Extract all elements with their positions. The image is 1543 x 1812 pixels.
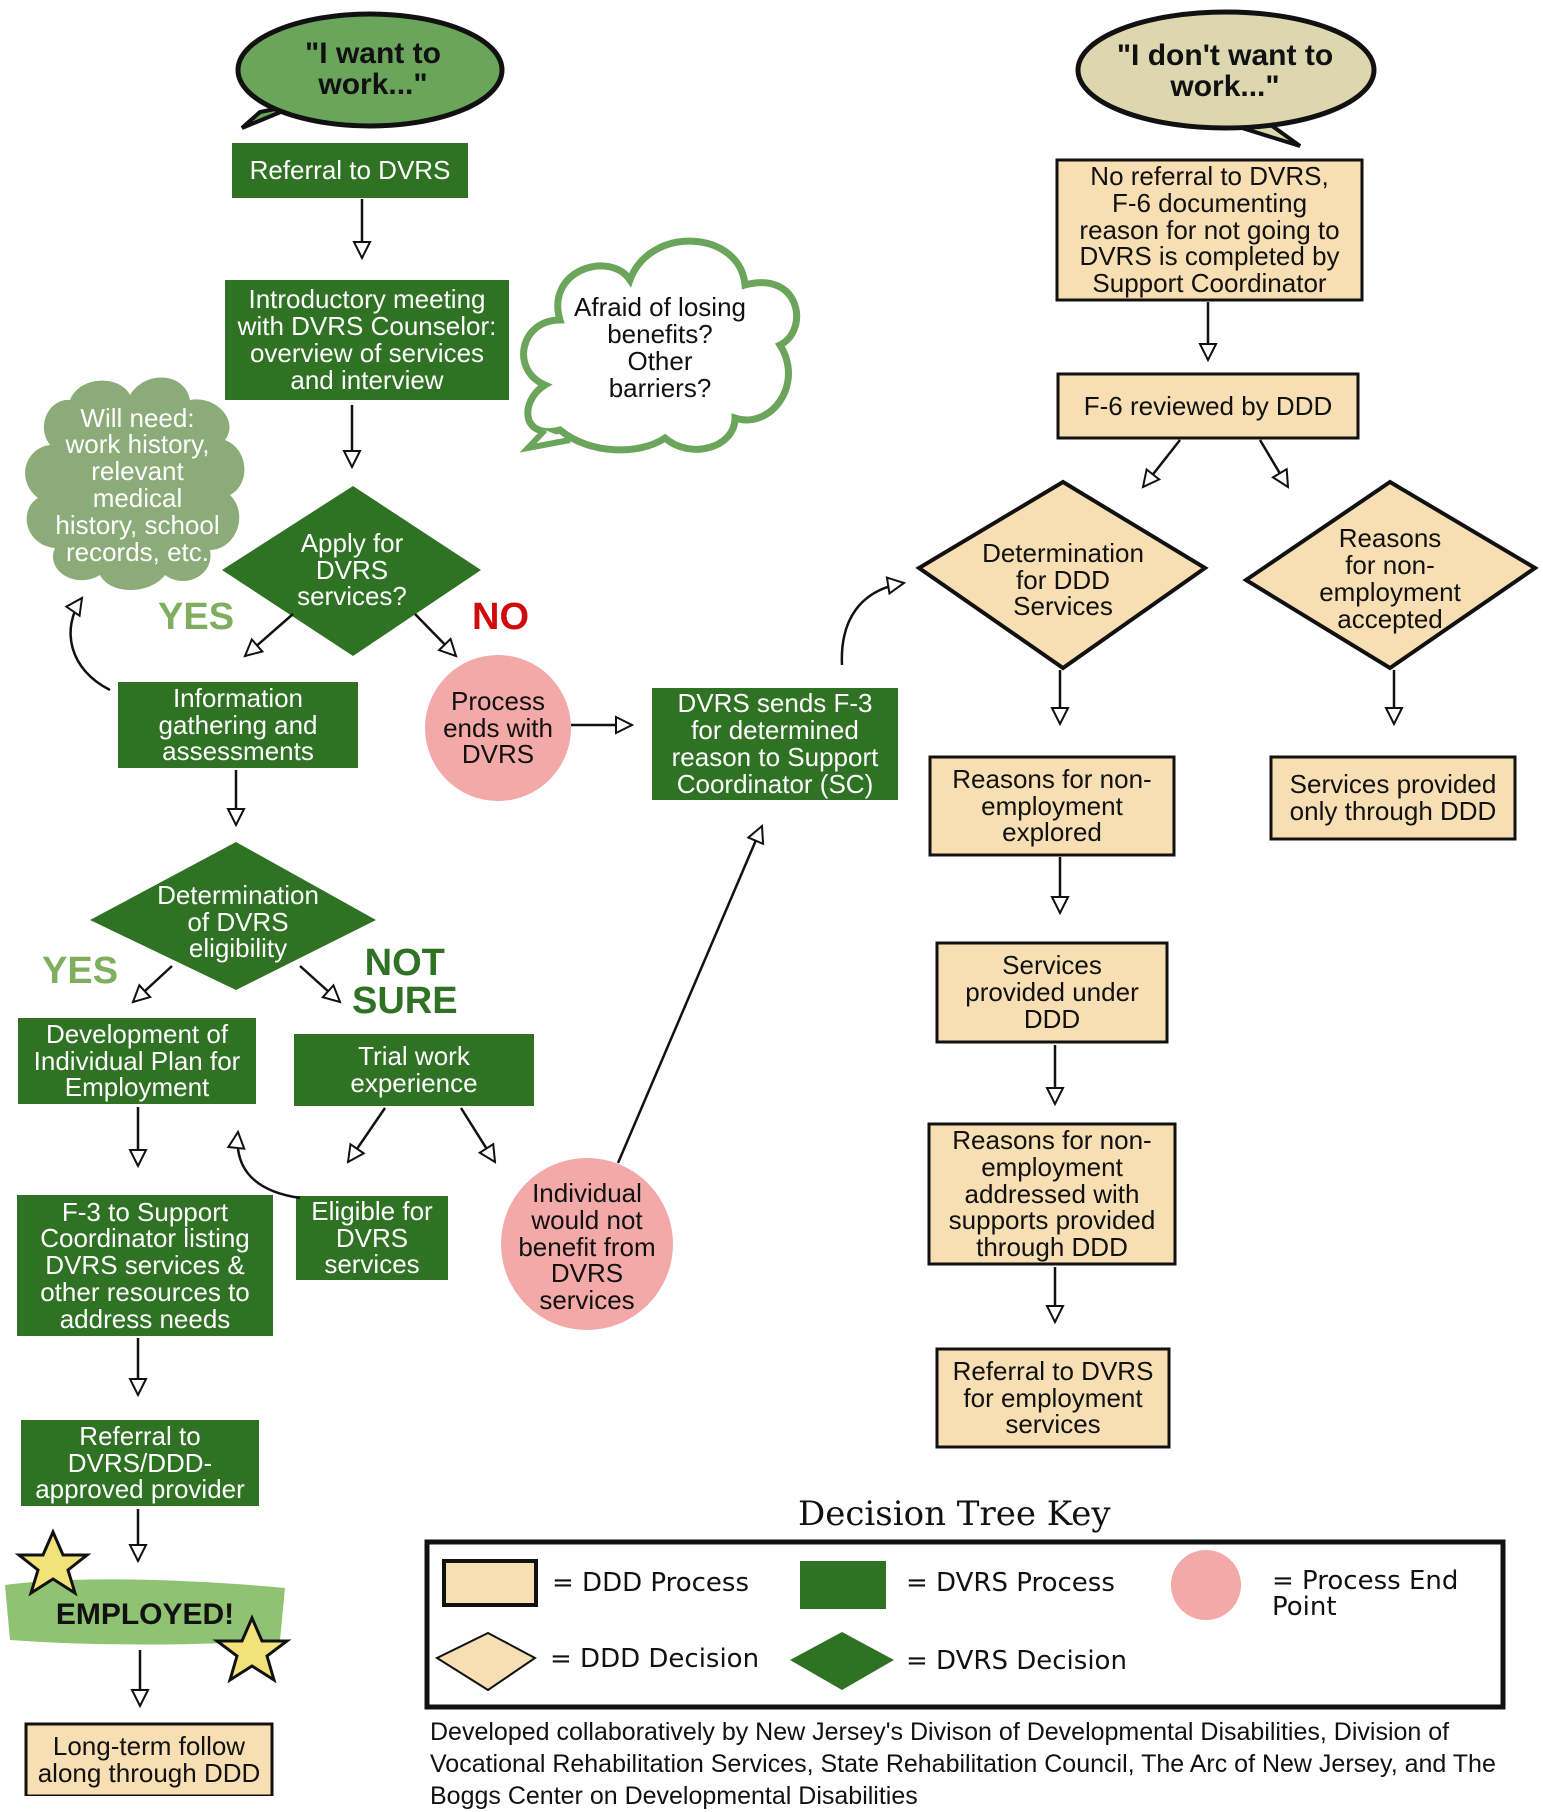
- longterm-follow-box: [24, 1722, 274, 1796]
- referral-provider-box: [21, 1420, 259, 1506]
- reasons-accepted-text: Reasons for non- employment accepted: [1319, 523, 1461, 634]
- reasons-explored-text: Reasons for non- employment explored: [952, 763, 1152, 848]
- key-dvrs-process-label: = DVRS Process: [906, 1568, 1115, 1598]
- eligibility-decision-diamond: [90, 842, 376, 990]
- services-under-text: Services provided under DDD: [965, 950, 1139, 1034]
- key-end-point-label: = Process End Point: [1272, 1566, 1459, 1622]
- services-under-box: [935, 941, 1169, 1044]
- key-end-point-swatch: [1171, 1550, 1241, 1620]
- info-gathering-text: Information gathering and assessments: [158, 682, 318, 767]
- speech-dont-want-text: "I don't want to work...": [1116, 39, 1334, 103]
- reasons-addressed-text: Reasons for non- employment addressed wi…: [948, 1125, 1156, 1263]
- f6-reviewed-text: F-6 reviewed by DDD: [1083, 390, 1333, 421]
- key-dvrs-decision-label: = DVRS Decision: [906, 1646, 1127, 1676]
- flow-arrows: [71, 199, 1394, 1706]
- key-ddd-decision-swatch: [434, 1631, 537, 1692]
- dvrs-sends-f3-box: [652, 688, 898, 800]
- longterm-follow-text: Long-term follow along through DDD: [37, 1731, 261, 1788]
- process-ends-circle: [425, 655, 571, 801]
- reasons-accepted-diamond: [1242, 479, 1539, 671]
- speech-want-text: "I want to work...": [305, 37, 441, 101]
- afraid-text: Afraid of losing benefits? Other barrier…: [574, 292, 746, 403]
- referral-to-dvrs-text: Referral to DVRS: [249, 155, 451, 186]
- key-ddd-decision-label: = DDD Decision: [550, 1644, 760, 1674]
- referral-to-dvrs-box: [232, 143, 468, 198]
- referral-employment-box: [935, 1347, 1171, 1449]
- services-only-box: [1269, 755, 1517, 841]
- key-title: Decision Tree Key: [798, 1494, 1111, 1534]
- would-not-benefit-circle: [501, 1158, 673, 1330]
- f6-reviewed-box: [1056, 372, 1360, 440]
- apply-decision-text: Apply for DVRS services?: [297, 527, 407, 612]
- intro-meeting-text: Introductory meeting with DVRS Counselor…: [237, 284, 497, 395]
- trial-work-text: Trial work experience: [350, 1041, 478, 1098]
- yes-label: YES: [158, 596, 235, 638]
- eligible-text: Eligible for DVRS services: [311, 1195, 433, 1280]
- will-need-text: Will need: work history, relevant medica…: [55, 402, 220, 567]
- speech-bubble-want: [235, 11, 505, 130]
- thought-cloud-afraid: [519, 237, 801, 454]
- star-icon: [14, 1528, 92, 1597]
- ddd-determination-text: Determination for DDD Services: [982, 537, 1144, 622]
- star-icon: [212, 1614, 292, 1684]
- info-gathering-box: [118, 682, 358, 768]
- reasons-addressed-box: [927, 1122, 1177, 1266]
- services-only-text: Services provided only through DDD: [1289, 769, 1497, 826]
- dvrs-sends-f3-text: DVRS sends F-3 for determined reason to …: [671, 688, 879, 799]
- yes-label: YES: [42, 950, 119, 992]
- reasons-explored-box: [928, 755, 1176, 857]
- eligibility-decision-text: Determination of DVRS eligibility: [157, 879, 319, 964]
- no-referral-box: [1055, 158, 1364, 302]
- referral-employment-text: Referral to DVRS for employment services: [952, 1355, 1154, 1440]
- trial-work-box: [294, 1034, 534, 1106]
- no-label: NO: [472, 596, 529, 638]
- key-dvrs-decision-swatch: [790, 1632, 894, 1690]
- f3-listing-box: [17, 1195, 273, 1336]
- speech-bubble-dont-want: [1075, 9, 1377, 148]
- ipe-box: [18, 1018, 256, 1104]
- eligible-box: [296, 1196, 448, 1280]
- no-referral-text: No referral to DVRS, F-6 documenting rea…: [1079, 161, 1340, 299]
- intro-meeting-box: [225, 280, 509, 400]
- will-need-cloud: [25, 377, 245, 590]
- ddd-determination-diamond: [915, 479, 1209, 671]
- would-not-benefit-text: Individual would not benefit from DVRS s…: [518, 1178, 656, 1316]
- process-ends-text: Process ends with DVRS: [443, 685, 553, 770]
- ipe-text: Development of Individual Plan for Emplo…: [33, 1018, 241, 1103]
- key-ddd-process-label: = DDD Process: [552, 1568, 750, 1598]
- employed-text: EMPLOYED!: [55, 1597, 235, 1631]
- referral-provider-text: Referral to DVRS/DDD- approved provider: [35, 1420, 245, 1505]
- employed-banner: [5, 1579, 285, 1645]
- f3-listing-text: F-3 to Support Coordinator listing DVRS …: [40, 1196, 250, 1334]
- key-frame: [424, 1539, 1506, 1710]
- key-ddd-process-swatch: [442, 1559, 538, 1607]
- footer-credit: Developed collaboratively by New Jersey'…: [430, 1718, 1496, 1810]
- key-dvrs-process-swatch: [800, 1561, 886, 1609]
- not-sure-label: NOT SURE: [352, 942, 458, 1022]
